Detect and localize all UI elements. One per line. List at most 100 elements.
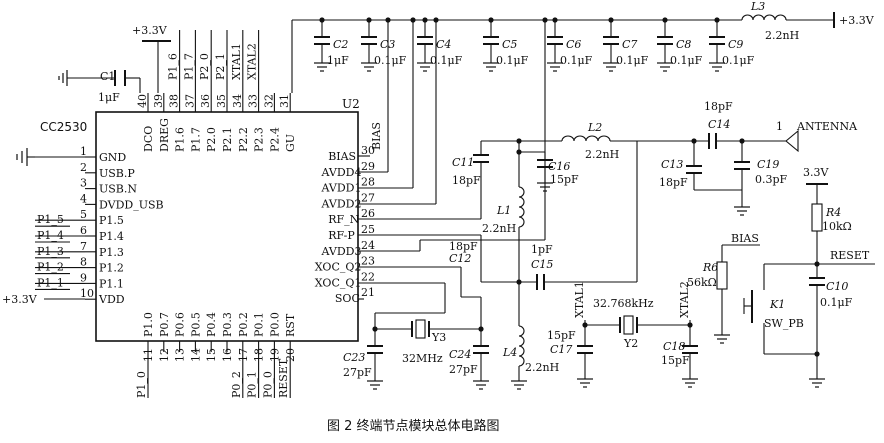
pin-number-bottom: 16 — [221, 348, 234, 362]
y2-crystal — [623, 315, 634, 335]
c14-ref: C14 — [708, 118, 730, 131]
cap-value-top: 1μF — [327, 54, 349, 67]
chip-part-label: CC2530 — [40, 120, 87, 134]
net-label-bottom: RESET — [277, 358, 290, 398]
c18-ref: C18 — [663, 340, 685, 353]
c13-value: 18pF — [659, 176, 688, 189]
r4-resistor — [811, 203, 823, 232]
pin-number-top: 34 — [231, 94, 244, 108]
pin-number-top: 40 — [136, 94, 149, 108]
r4-value: 10kΩ — [822, 220, 852, 233]
net-label-top: XTAL2 — [246, 43, 259, 80]
l3-inductor — [741, 14, 787, 21]
pin-name-right: BIAS — [328, 150, 356, 163]
pin-name-right: RF_N — [328, 213, 359, 226]
pin-number-left: 9 — [80, 271, 87, 284]
pin-name-top: P2.3 — [253, 127, 266, 152]
pin-name-left: GND — [99, 151, 126, 164]
pin-name-left: P1.3 — [99, 246, 124, 259]
net-label-top: P1_7 — [182, 53, 195, 80]
junction-dots — [372, 17, 820, 357]
pin-name-bottom: P1.0 — [142, 312, 155, 337]
pin-name-top: DREG — [158, 118, 171, 152]
pin-number-right: 25 — [361, 223, 375, 236]
pin-name-right: XOC_Q2 — [315, 261, 362, 274]
net-label-left: P1_5 — [37, 213, 64, 226]
pin-name-right: AVDD4 — [321, 166, 362, 179]
cap-ref-top: C9 — [728, 38, 743, 51]
cap-value-top: 0.1μF — [670, 54, 703, 67]
pin-name-top: P2.1 — [221, 127, 234, 152]
xtal2-net: XTAL2 — [678, 281, 691, 318]
l2-value: 2.2nH — [585, 148, 619, 161]
pin-name-left: P1.5 — [99, 214, 124, 227]
pin-name-right: XOC_Q1 — [315, 276, 362, 289]
net-label-left: P1_2 — [37, 261, 64, 274]
pin-name-left: VDD — [98, 293, 125, 306]
c14-value: 18pF — [704, 100, 733, 113]
cap-ref-top: C6 — [566, 38, 581, 51]
pin-name-bottom: RST — [284, 313, 297, 337]
c15-value: 1pF — [531, 243, 553, 256]
l1-ref: L1 — [496, 204, 511, 217]
c1-ref: C1 — [100, 70, 115, 83]
cap-ref-top: C8 — [676, 38, 691, 51]
pin-name-left: P1.4 — [99, 230, 124, 243]
gnd-c16 — [537, 182, 553, 192]
bottom-pin-group: P1.011P1_0P0.712P0.613P0.514P0.415P0.316… — [135, 312, 297, 398]
pin-name-left: P1.2 — [99, 262, 124, 275]
pin-number-left: 7 — [80, 240, 87, 253]
pin-name-top: P1.6 — [174, 127, 187, 152]
pin-number-left: 10 — [80, 287, 94, 300]
gnd-c10 — [809, 378, 825, 388]
net-label-top: P2_1 — [214, 53, 227, 80]
c13-ref: C13 — [661, 158, 683, 171]
chip-body — [95, 111, 359, 342]
pin-number-left: 3 — [80, 177, 87, 190]
gnd-c23 — [367, 380, 383, 390]
junction-dot — [552, 17, 558, 23]
vcc-top-left-label: +3.3V — [132, 24, 168, 37]
net-label-left: P1_4 — [37, 229, 64, 242]
c10-ref: C10 — [826, 280, 848, 293]
y2-value: 32.768kHz — [593, 297, 654, 310]
pin-name-bottom: P0.1 — [253, 312, 266, 337]
c11-ref: C11 — [452, 156, 474, 169]
gnd-c17 — [577, 378, 593, 388]
junction-dot — [366, 17, 372, 23]
c23-ref: C23 — [343, 351, 365, 364]
bias-net-label: BIAS — [731, 232, 759, 245]
vcc-right-label: +3.3V — [839, 14, 875, 27]
pin-number-top: 35 — [215, 94, 228, 108]
c16-ref: C16 — [548, 160, 570, 173]
gnd-c18 — [682, 378, 698, 388]
k1-value: SW_PB — [764, 317, 804, 330]
gnd-r6 — [714, 334, 730, 344]
gnd-c1 — [58, 70, 68, 86]
cap-value-top: 0.1μF — [430, 54, 463, 67]
net-label-left: P1_3 — [37, 245, 64, 258]
c19-value: 0.3pF — [755, 173, 788, 186]
junction-dot — [662, 17, 668, 23]
pin-number-right: 22 — [361, 270, 375, 283]
pin-number-left: 8 — [80, 256, 87, 269]
y3-value: 32MHz — [402, 352, 443, 365]
pin-number-top: 39 — [152, 94, 165, 108]
pin-number-left: 6 — [80, 224, 87, 237]
junction-dot — [488, 17, 494, 23]
pin-number-top: 37 — [183, 94, 196, 108]
l3-ref: L3 — [750, 0, 765, 13]
c23-value: 27pF — [343, 366, 372, 379]
pin-number-bottom: 15 — [205, 348, 218, 362]
pin-name-bottom: P0.5 — [189, 312, 202, 337]
figure-caption: 图 2 终端节点模块总体电路图 — [327, 418, 500, 434]
c1-value: 1μF — [98, 91, 120, 104]
y3-crystal — [415, 319, 426, 339]
pin-name-bottom: P0.3 — [221, 312, 234, 337]
r6-ref: R6 — [702, 261, 718, 274]
junction-dot — [319, 17, 325, 23]
k1-ref: K1 — [769, 298, 785, 311]
gnd-l4 — [511, 380, 527, 390]
r4-ref: R4 — [825, 206, 841, 219]
pin-name-bottom: P0.0 — [268, 312, 281, 337]
